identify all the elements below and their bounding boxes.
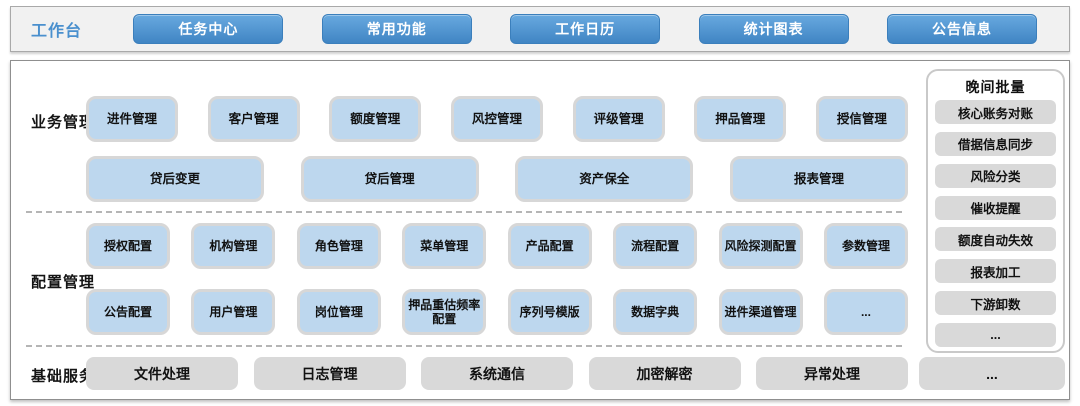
basic-service-button[interactable]: 异常处理 <box>756 357 908 390</box>
workbench-topbar: 工作台 任务中心 常用功能 工作日历 统计图表 公告信息 <box>10 6 1070 52</box>
batch-job-item[interactable]: 风险分类 <box>935 163 1056 188</box>
night-batch-list: 核心账务对账借据信息同步风险分类催收提醒额度自动失效报表加工下游卸数... <box>935 100 1056 347</box>
business-row-2: 贷后变更贷后管理资产保全报表管理 <box>86 156 908 202</box>
config-module-box[interactable]: 产品配置 <box>507 223 592 269</box>
batch-job-item[interactable]: ... <box>935 322 1056 347</box>
business-module-box[interactable]: 风控管理 <box>450 96 543 142</box>
batch-job-item[interactable]: 核心账务对账 <box>935 100 1056 124</box>
section-label-config: 配置管理 <box>31 274 96 291</box>
nav-button[interactable]: 公告信息 <box>886 14 1037 44</box>
config-module-box[interactable]: 进件渠道管理 <box>718 289 803 335</box>
config-module-box[interactable]: 风险探测配置 <box>718 223 803 269</box>
business-module-box[interactable]: 客户管理 <box>207 96 300 142</box>
config-module-box[interactable]: 授权配置 <box>86 223 170 269</box>
basic-service-more-button[interactable]: ... <box>919 357 1065 390</box>
section-label-basic: 基础服务 <box>31 368 96 385</box>
modules-panel: 业务管理 进件管理客户管理额度管理风控管理评级管理押品管理授信管理 贷后变更贷后… <box>10 60 1070 400</box>
nav-button[interactable]: 工作日历 <box>510 14 661 44</box>
section-label-business: 业务管理 <box>31 114 96 131</box>
workbench-label: 工作台 <box>31 23 83 40</box>
business-module-box[interactable]: 资产保全 <box>515 156 694 202</box>
config-module-box[interactable]: ... <box>823 289 908 335</box>
business-module-box[interactable]: 授信管理 <box>815 96 908 142</box>
section-divider <box>26 211 902 213</box>
batch-job-item[interactable]: 报表加工 <box>935 259 1056 284</box>
config-module-box[interactable]: 参数管理 <box>823 223 908 269</box>
night-batch-title: 晚间批量 <box>965 79 1026 95</box>
config-module-box[interactable]: 公告配置 <box>86 289 170 335</box>
config-module-box[interactable]: 角色管理 <box>296 223 381 269</box>
business-module-box[interactable]: 评级管理 <box>572 96 665 142</box>
nav-button[interactable]: 任务中心 <box>133 14 284 44</box>
basic-service-button[interactable]: 文件处理 <box>86 357 238 390</box>
nav-button[interactable]: 常用功能 <box>321 14 472 44</box>
basic-services-row: 文件处理日志管理系统通信加密解密异常处理 <box>86 357 908 390</box>
batch-job-item[interactable]: 额度自动失效 <box>935 227 1056 252</box>
config-module-box[interactable]: 数据字典 <box>613 289 698 335</box>
business-module-box[interactable]: 进件管理 <box>86 96 178 142</box>
night-batch-panel: 晚间批量 核心账务对账借据信息同步风险分类催收提醒额度自动失效报表加工下游卸数.… <box>926 69 1065 353</box>
config-module-box[interactable]: 岗位管理 <box>296 289 381 335</box>
config-module-box[interactable]: 机构管理 <box>191 223 276 269</box>
business-module-box[interactable]: 额度管理 <box>329 96 422 142</box>
business-row-1: 进件管理客户管理额度管理风控管理评级管理押品管理授信管理 <box>86 96 908 142</box>
section-divider <box>26 345 902 347</box>
batch-job-item[interactable]: 借据信息同步 <box>935 131 1056 156</box>
batch-job-item[interactable]: 催收提醒 <box>935 195 1056 220</box>
config-row-2: 公告配置用户管理岗位管理押品重估频率配置序列号模版数据字典进件渠道管理... <box>86 289 908 335</box>
business-module-box[interactable]: 报表管理 <box>729 156 908 202</box>
nav-button[interactable]: 统计图表 <box>698 14 849 44</box>
business-module-box[interactable]: 押品管理 <box>694 96 787 142</box>
basic-service-button[interactable]: 加密解密 <box>588 357 741 390</box>
basic-service-button[interactable]: 系统通信 <box>421 357 573 390</box>
config-module-box[interactable]: 菜单管理 <box>402 223 487 269</box>
config-module-box[interactable]: 押品重估频率配置 <box>402 289 487 335</box>
batch-job-item[interactable]: 下游卸数 <box>935 291 1056 316</box>
business-module-box[interactable]: 贷后管理 <box>300 156 479 202</box>
config-module-box[interactable]: 流程配置 <box>613 223 698 269</box>
config-row-1: 授权配置机构管理角色管理菜单管理产品配置流程配置风险探测配置参数管理 <box>86 223 908 269</box>
config-module-box[interactable]: 序列号模版 <box>507 289 592 335</box>
config-module-box[interactable]: 用户管理 <box>191 289 276 335</box>
basic-service-button[interactable]: 日志管理 <box>253 357 406 390</box>
business-module-box[interactable]: 贷后变更 <box>86 156 264 202</box>
